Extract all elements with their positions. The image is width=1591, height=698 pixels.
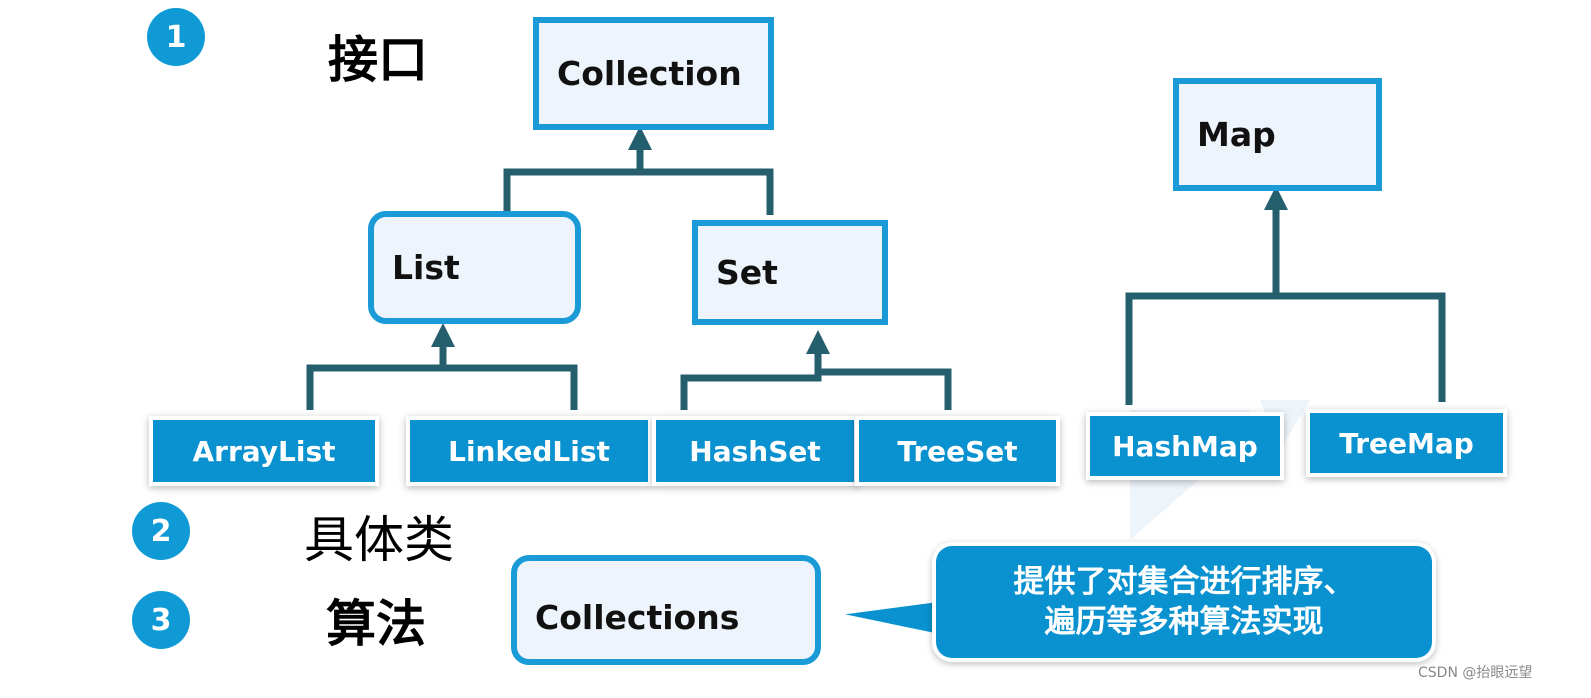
interface-set: Set <box>692 220 888 325</box>
algorithm-collections: Collections <box>511 555 821 665</box>
interface-list-label: List <box>392 248 460 287</box>
algorithm-collections-label: Collections <box>535 597 740 637</box>
class-hashmap: HashMap <box>1090 416 1280 476</box>
class-hashset: HashSet <box>656 420 854 482</box>
section-number-2: 2 <box>132 502 190 560</box>
interface-collection-label: Collection <box>557 54 742 93</box>
interface-list: List <box>368 211 581 324</box>
interface-map-label: Map <box>1197 115 1276 154</box>
interface-map: Map <box>1173 78 1382 191</box>
algorithm-callout: 提供了对集合进行排序、 遍历等多种算法实现 <box>936 546 1432 658</box>
section-number-1: 1 <box>147 8 205 66</box>
interface-set-label: Set <box>716 253 778 292</box>
callout-line-2: 遍历等多种算法实现 <box>1044 604 1324 640</box>
interface-collection: Collection <box>533 17 774 130</box>
class-linkedlist: LinkedList <box>410 420 648 482</box>
class-arraylist: ArrayList <box>153 420 375 482</box>
class-treemap: TreeMap <box>1310 413 1503 473</box>
section-label-concrete-classes: 具体类 <box>304 511 454 569</box>
section-number-3: 3 <box>132 591 190 649</box>
section-label-interfaces: 接口 <box>328 31 428 89</box>
section-label-algorithms: 算法 <box>326 595 426 653</box>
class-treeset: TreeSet <box>859 420 1056 482</box>
source-credit: CSDN @抬眼远望 <box>1418 665 1533 681</box>
callout-line-1: 提供了对集合进行排序、 <box>1013 564 1355 600</box>
